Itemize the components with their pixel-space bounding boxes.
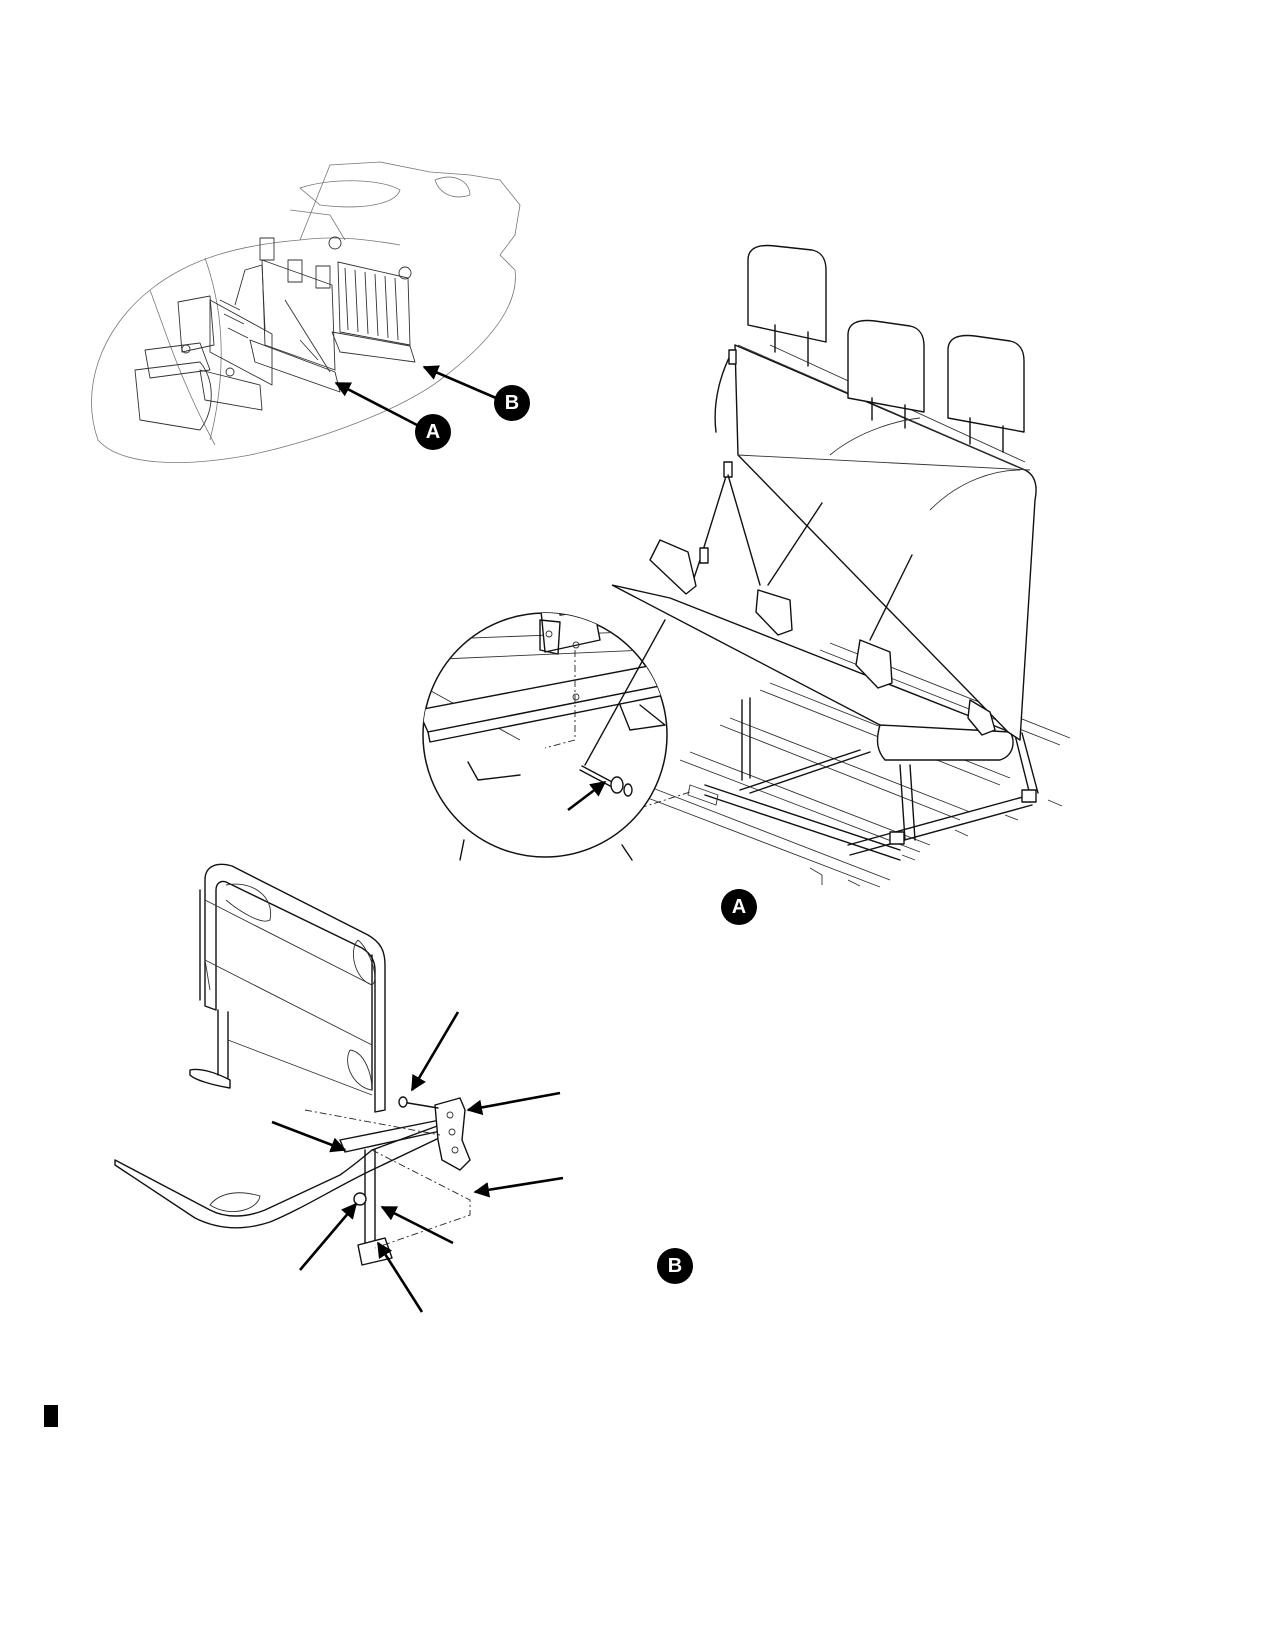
rear-bench-overview (328, 236, 416, 363)
middle-bench-overview (249, 237, 341, 393)
callout-a-overview: A (415, 414, 451, 450)
callout-a-detail-label: A (732, 896, 746, 918)
callout-b-overview-label: B (505, 392, 519, 414)
forward-seats-overview (134, 264, 273, 431)
callout-b-overview: B (494, 385, 530, 421)
callout-a-detail: A (721, 889, 757, 925)
bench-leg-frame (639, 697, 1039, 861)
headrests (747, 244, 1025, 453)
arrow-a-overview (334, 381, 418, 427)
leader-arrows-b (271, 1011, 564, 1313)
arrow-b-overview (422, 365, 497, 400)
cabin-overview: A B (91, 161, 530, 463)
folding-seat-back (204, 863, 386, 1113)
arrow-inset-pin (567, 780, 607, 812)
detail-b-seat: B (114, 863, 693, 1313)
seat-back (734, 344, 1037, 741)
magnified-inset (422, 612, 668, 861)
callout-a-overview-label: A (426, 421, 440, 443)
folding-seat-pan (114, 1124, 461, 1229)
callout-b-detail-label: B (668, 1255, 682, 1277)
callout-b-detail: B (657, 1248, 693, 1284)
seat-belts (649, 349, 1021, 736)
change-bar (44, 1405, 58, 1427)
fuselage-outline (91, 161, 521, 463)
mounting-bracket (434, 1097, 471, 1171)
detail-a-bench: A (422, 244, 1071, 925)
